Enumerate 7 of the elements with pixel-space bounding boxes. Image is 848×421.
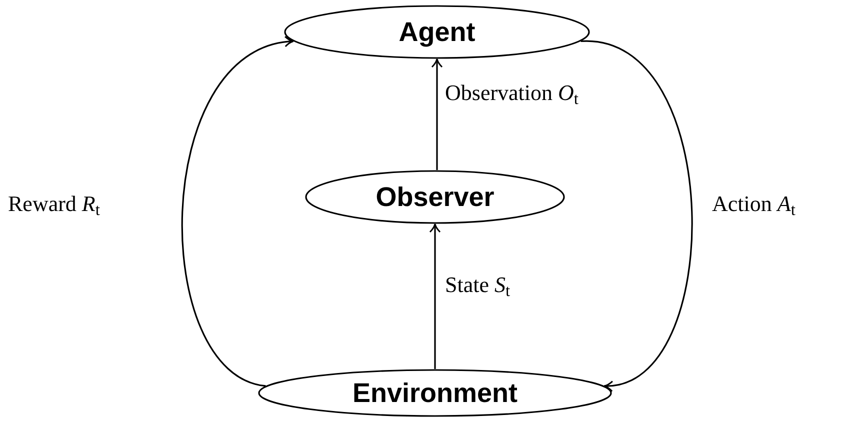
edge-label: Action A$_{t}$ — [712, 193, 796, 215]
node-label: Agent — [398, 18, 476, 46]
edge-label: State S$_{t}$ — [445, 274, 510, 296]
edge-label: Observation O$_{t}$ — [445, 82, 579, 104]
node-label: Observer — [376, 184, 494, 210]
edge-label: Reward R$_{t}$ — [8, 193, 100, 215]
node-label: Environment — [352, 380, 518, 406]
